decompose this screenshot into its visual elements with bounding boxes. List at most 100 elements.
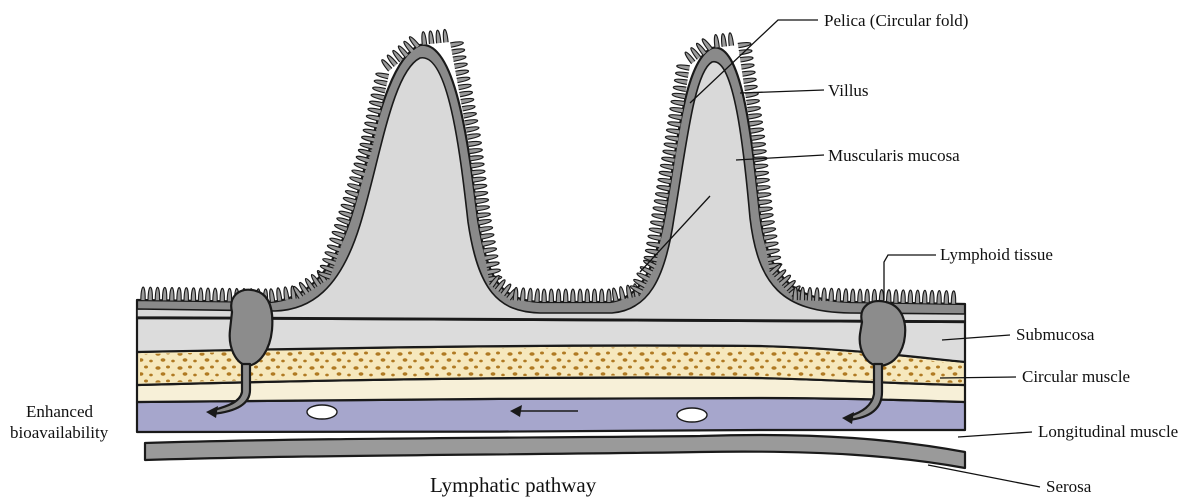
villus-74 [459, 91, 472, 96]
villus-67 [450, 42, 463, 47]
villus-4 [170, 287, 174, 300]
villus-89 [475, 199, 488, 204]
villus-64 [429, 31, 434, 44]
label-lymphatic-pathway: Lymphatic pathway [430, 473, 597, 497]
villus-113 [571, 289, 575, 302]
villus-0 [141, 287, 145, 300]
villus-6 [184, 288, 188, 301]
villus-88 [475, 191, 488, 196]
villus-181 [755, 171, 768, 176]
label-enhanced: Enhanced [26, 402, 94, 421]
villus-78 [464, 120, 477, 125]
villus-185 [758, 200, 771, 205]
villus-193 [767, 256, 780, 261]
villus-214 [894, 290, 898, 303]
villus-215 [901, 290, 905, 303]
villus-203 [815, 288, 819, 301]
chylomicron-right [677, 408, 707, 422]
lymph-vessel-band [137, 398, 965, 432]
villus-39 [345, 191, 358, 198]
villus-180 [755, 164, 768, 169]
villus-68 [451, 49, 464, 54]
villus-116 [592, 289, 596, 302]
villus-167 [742, 71, 755, 76]
villus-72 [457, 77, 470, 82]
villus-51 [368, 108, 381, 114]
villus-87 [474, 184, 487, 189]
villus-160 [714, 34, 719, 47]
villus-168 [743, 78, 756, 83]
villus-202 [807, 288, 811, 301]
villus-204 [822, 288, 826, 301]
villus-201 [800, 287, 804, 300]
villus-190 [764, 235, 777, 240]
villus-154 [676, 72, 689, 77]
label-longitudinal-muscle: Longitudinal muscle [1038, 422, 1178, 441]
villus-18 [270, 289, 275, 302]
villus-182 [756, 178, 769, 183]
villus-54 [373, 87, 386, 93]
villus-213 [886, 290, 890, 303]
villus-191 [765, 242, 778, 247]
villus-7 [191, 288, 195, 301]
villus-172 [747, 107, 760, 112]
villus-92 [478, 220, 491, 225]
villus-217 [915, 290, 919, 303]
villus-162 [729, 33, 734, 46]
villus-38 [343, 197, 356, 204]
villus-221 [944, 291, 948, 304]
villus-146 [666, 129, 679, 134]
villus-114 [578, 289, 582, 302]
chylomicron-left [307, 405, 337, 419]
villus-210 [865, 289, 869, 302]
villus-5 [177, 288, 181, 301]
villus-169 [744, 85, 757, 90]
villus-120 [620, 287, 626, 300]
villus-9 [206, 288, 210, 301]
label-circular-muscle: Circular muscle [1022, 367, 1130, 386]
label-villus: Villus [828, 81, 869, 100]
villus-99 [487, 269, 500, 274]
lymphoid-node-right [860, 301, 906, 366]
villus-188 [761, 221, 774, 226]
villus-98 [486, 262, 499, 267]
villus-153 [674, 79, 687, 84]
villus-73 [458, 84, 471, 89]
villus-20 [284, 287, 289, 300]
villus-218 [922, 290, 926, 303]
villus-79 [466, 127, 479, 132]
villus-94 [481, 234, 494, 239]
villus-138 [657, 186, 670, 191]
villus-46 [360, 143, 373, 149]
villus-118 [607, 289, 611, 302]
villus-83 [470, 156, 483, 161]
villus-81 [468, 141, 481, 146]
villus-166 [741, 64, 754, 69]
villus-93 [479, 227, 492, 232]
villus-206 [836, 289, 840, 302]
villus-208 [850, 289, 854, 302]
villus-19 [277, 288, 282, 301]
villus-137 [656, 193, 669, 198]
villus-155 [677, 65, 690, 70]
villus-139 [658, 178, 671, 183]
villus-171 [746, 100, 759, 105]
villus-222 [951, 291, 955, 304]
villus-3 [162, 287, 166, 300]
villus-142 [662, 157, 675, 162]
serosa-layer [145, 435, 965, 468]
villus-141 [660, 164, 673, 169]
label-muscularis-mucosa: Muscularis mucosa [828, 146, 960, 165]
villus-32 [330, 238, 343, 245]
villus-56 [376, 73, 389, 79]
villus-134 [652, 214, 665, 219]
villus-117 [600, 289, 604, 302]
villus-70 [454, 63, 467, 68]
villus-174 [749, 121, 762, 126]
villus-161 [722, 34, 727, 47]
villus-33 [332, 231, 345, 238]
label-plica: Pelica (Circular fold) [824, 11, 968, 30]
villus-140 [659, 171, 672, 176]
villus-106 [520, 288, 525, 301]
villus-119 [613, 288, 619, 301]
